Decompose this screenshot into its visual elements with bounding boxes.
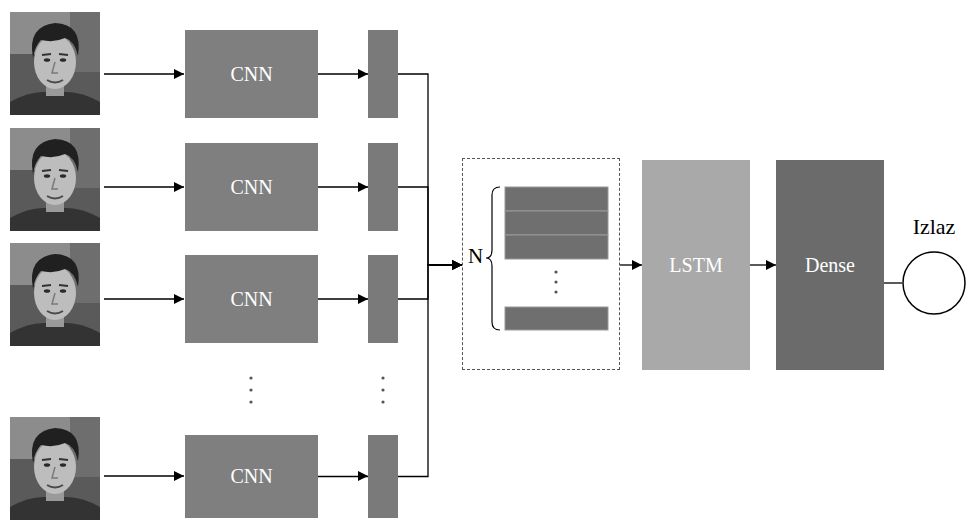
layer-name: CNN — [230, 176, 272, 199]
connector-arrow — [750, 264, 776, 265]
dense-box: Dense — [776, 160, 884, 370]
face-photo — [10, 243, 100, 346]
connector-arrow — [620, 264, 642, 265]
ellipsis-dot — [249, 376, 252, 379]
sequence-vector — [505, 307, 608, 330]
lstm-box: LSTM — [642, 160, 750, 370]
sequence-vector — [505, 235, 608, 259]
circle-outline — [902, 250, 966, 316]
layer-name: Dense — [805, 254, 855, 277]
face-photo — [10, 128, 100, 231]
ellipsis-dot — [381, 388, 384, 391]
layer-name: CNN — [230, 288, 272, 311]
arrow-head — [358, 294, 368, 304]
ellipsis-dot — [554, 280, 557, 283]
layer-name: CNN — [230, 63, 272, 86]
ellipsis-dot — [554, 270, 557, 273]
arrow-head — [358, 69, 368, 79]
layer-name: CNN — [230, 465, 272, 488]
cnn-box: CNN — [185, 255, 318, 343]
ellipsis-dot — [249, 400, 252, 403]
face-photo — [10, 12, 100, 115]
cnn-box: CNN — [185, 143, 318, 231]
connector-arrow — [884, 282, 902, 283]
face-photo — [10, 417, 100, 520]
cnn-box: CNN — [185, 30, 318, 118]
sequence-length: N — [468, 244, 483, 269]
curly-brace — [486, 187, 500, 330]
feature-vector — [368, 255, 398, 343]
ellipsis-dot — [381, 400, 384, 403]
input-arrow — [104, 475, 184, 476]
input-arrow — [104, 186, 184, 187]
output-node — [903, 252, 965, 314]
cnn-box: CNN — [185, 435, 318, 518]
ellipsis-dot — [249, 388, 252, 391]
feature-vector — [368, 30, 398, 118]
ellipsis-dot — [381, 376, 384, 379]
arrow-head — [358, 471, 368, 481]
feature-vector — [368, 435, 398, 518]
arrow-head — [358, 182, 368, 192]
sequence-vector — [505, 187, 608, 211]
input-arrow — [104, 298, 184, 299]
sequence-box: N — [462, 158, 620, 370]
layer-name: LSTM — [669, 254, 722, 277]
input-arrow — [104, 73, 184, 74]
output-label: Izlaz — [913, 214, 956, 240]
ellipsis-dot — [554, 290, 557, 293]
feature-vector — [368, 143, 398, 231]
sequence-vector — [505, 211, 608, 235]
output-circle: Izlaz — [902, 250, 966, 316]
